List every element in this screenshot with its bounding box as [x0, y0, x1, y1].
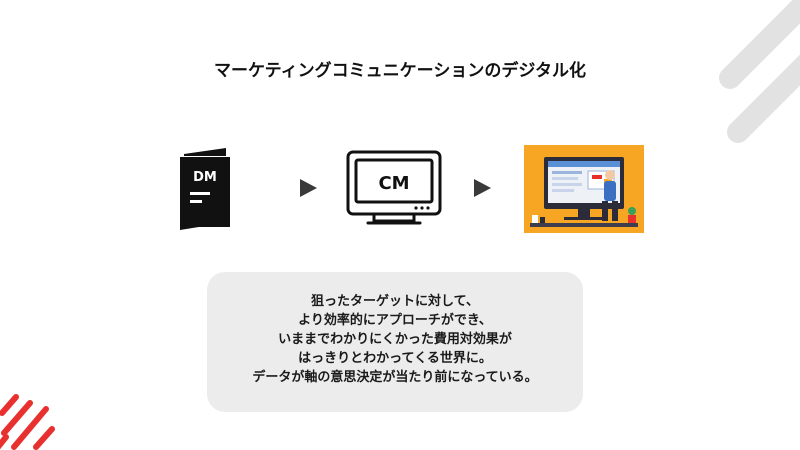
direct-mail-icon: DM [180, 148, 230, 230]
decorative-stripes-top-right [719, 0, 800, 143]
message-line: 狙ったターゲットに対して、 [311, 294, 479, 309]
slide-title: マーケティングコミュニケーションのデジタル化 [214, 61, 586, 81]
digital-marketing-illustration [524, 145, 644, 233]
message-line: いままでわかりにくかった費用対効果が [278, 332, 512, 347]
message-line: はっきりとわかってくる世界に。 [298, 351, 492, 366]
arrow-right-icon [300, 179, 317, 197]
arrow-right-icon [474, 179, 491, 197]
message-line: データが軸の意思決定が当たり前になっている。 [252, 370, 538, 385]
cm-label: CM [378, 173, 409, 194]
message-line: より効率的にアプローチができ、 [298, 313, 492, 328]
dm-label: DM [193, 170, 217, 185]
tv-commercial-icon: CM [346, 150, 442, 225]
monitor-illustration [524, 145, 644, 233]
message-box: 狙ったターゲットに対して、 より効率的にアプローチができ、 いままでわかりにくか… [207, 272, 583, 412]
decorative-red-dashes [0, 394, 55, 450]
message-text: 狙ったターゲットに対して、 より効率的にアプローチができ、 いままでわかりにくか… [207, 292, 583, 387]
